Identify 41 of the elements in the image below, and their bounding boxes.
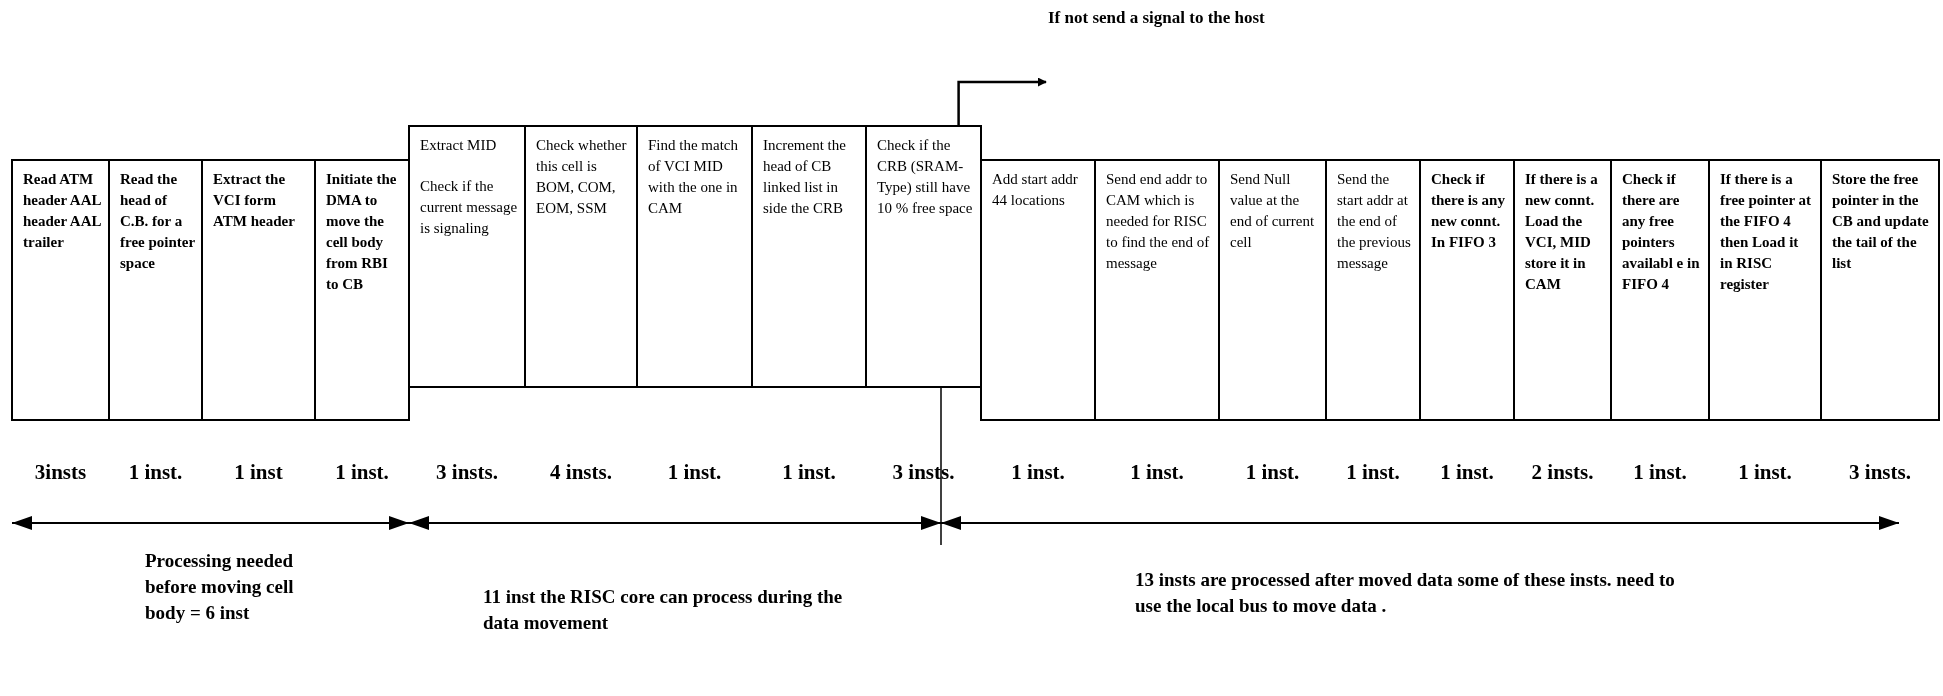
step-text: Check if there is any new connt. In FIFO 3 <box>1430 170 1506 252</box>
instruction-count: 4 insts. <box>549 460 613 485</box>
instruction-count: 1 inst. <box>1439 460 1495 485</box>
instruction-count: 1 inst <box>233 460 284 485</box>
instruction-count: 1 inst. <box>1010 460 1066 485</box>
instruction-count: 1 inst. <box>1129 460 1185 485</box>
instruction-count: 1 inst. <box>781 460 837 485</box>
instruction-count: 1 inst. <box>127 460 184 485</box>
instruction-count: 1 inst. <box>1737 460 1793 485</box>
instruction-count: 3 insts. <box>435 460 499 485</box>
step-text: Read ATM header AAL header AAL trailer <box>22 170 102 252</box>
instruction-count: 2 insts. <box>1530 460 1595 485</box>
step-text: Send Null value at the end of current cell <box>1229 170 1316 252</box>
step-text: Send end addr to CAM which is needed for RISC to find the end of message <box>1105 170 1211 273</box>
instruction-count: 1 inst. <box>1345 460 1401 485</box>
step-text: If there is a free pointer at the FIFO 4 then Load it in RISC register <box>1719 170 1813 294</box>
step-text: Check if the current message is signaling <box>419 177 519 238</box>
step-text: Extract MID <box>419 136 498 155</box>
step-text: Read the head of C.B. for a free pointer space <box>119 170 196 273</box>
step-text: If there is a new connt. Load the VCI, MID store it in CAM <box>1524 170 1599 294</box>
step-text: Store the free pointer in the CB and update the tail of the list <box>1831 170 1930 273</box>
step-text: Extract the VCI form ATM header <box>212 170 296 231</box>
step-text: Initiate the DMA to move the cell body from RBI to CB <box>325 170 398 294</box>
note-text: 13 insts are processed after moved data some of these insts. need to use the local bus to move data . <box>1135 568 1676 618</box>
step-text: Check if the CRB (SRAM-Type) still have 10 % free space <box>876 136 974 218</box>
instruction-count: 1 inst. <box>334 460 390 485</box>
instruction-count: 3insts <box>33 460 88 485</box>
note-text: Processing needed before moving cell body = 6 inst <box>145 549 295 625</box>
instruction-count: 1 inst. <box>666 460 723 485</box>
step-text: Increment the head of CB linked list in side the CRB <box>762 136 847 218</box>
step-text: Check if there are any free pointers availabl e in FIFO 4 <box>1621 170 1701 294</box>
step-text: Check whether this cell is BOM, COM, EOM, SSM <box>535 136 628 218</box>
instruction-count: 3 insts. <box>1848 460 1912 485</box>
instruction-count: 1 inst. <box>1244 460 1301 485</box>
note-text: If not send a signal to the host <box>1048 7 1266 29</box>
step-text: Find the match of VCI MID with the one in CAM <box>647 136 739 218</box>
step-text: Add start addr 44 locations <box>991 170 1079 210</box>
instruction-count: 1 inst. <box>1632 460 1688 485</box>
step-text: Send the start addr at the end of the previous message <box>1336 170 1412 273</box>
note-text: 11 inst the RISC core can process during the data movement <box>483 585 844 635</box>
arrow <box>957 77 1047 125</box>
